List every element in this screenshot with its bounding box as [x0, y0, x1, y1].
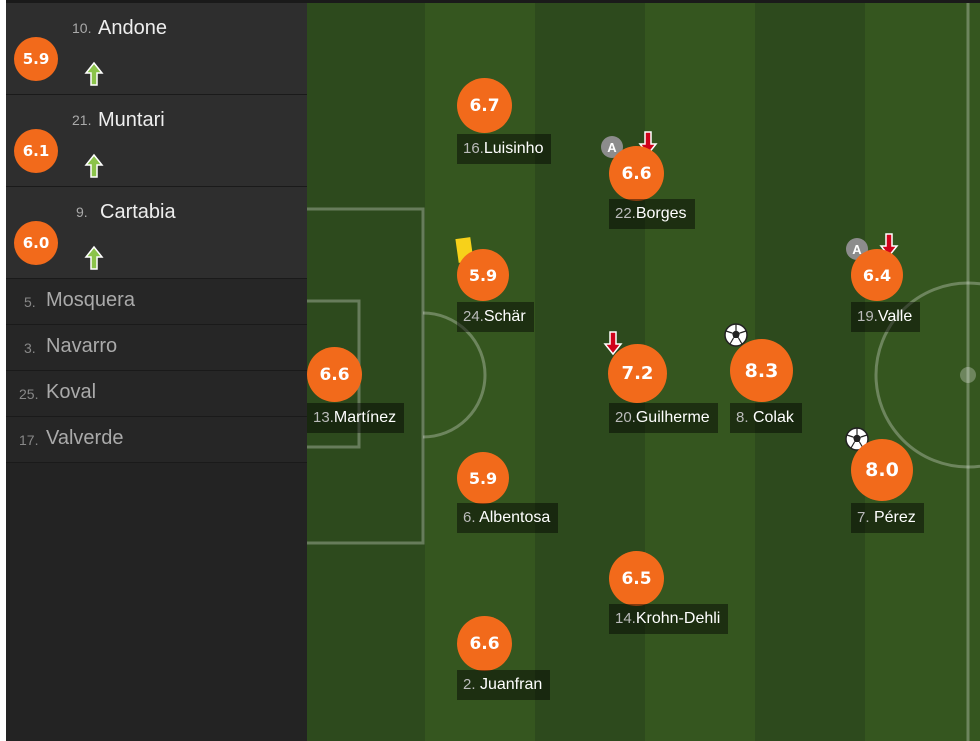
substitute-row-cartabia[interactable]: 6.0 9. Cartabia	[6, 187, 307, 279]
player-number: 5.	[24, 294, 36, 310]
player-number: 9.	[76, 204, 88, 220]
sub-in-arrow-icon	[84, 245, 104, 270]
player-number: 17.	[19, 432, 39, 448]
rating-badge: 5.9	[457, 249, 509, 301]
sub-in-arrow-icon	[84, 61, 104, 86]
rating-badge: 6.5	[609, 551, 664, 606]
player-label: 16.Luisinho	[457, 134, 552, 164]
player-number: 7.	[857, 509, 870, 526]
pitch-stripe	[865, 3, 980, 741]
player-number: 6.	[463, 509, 476, 526]
bench-row-mosquera[interactable]: 5. Mosquera	[6, 279, 307, 325]
player-number: 24.	[463, 308, 484, 325]
rating-badge: 6.6	[307, 347, 362, 402]
player-name: Valle	[877, 308, 913, 325]
player-name: Borges	[635, 205, 687, 222]
player-name: Guilherme	[635, 409, 710, 426]
player-number: 25.	[19, 386, 39, 402]
rating-badge: 5.9	[457, 452, 509, 504]
player-name: Andone	[98, 17, 167, 39]
rating-badge: 8.3	[730, 339, 793, 402]
sub-out-arrow-icon	[603, 331, 623, 356]
player-name: Cartabia	[100, 201, 176, 223]
bench-row-navarro[interactable]: 3. Navarro	[6, 325, 307, 371]
player-number: 14.	[615, 610, 636, 627]
player-name: Koval	[46, 381, 97, 403]
substitute-row-andone[interactable]: 5.9 10. Andone	[6, 3, 307, 95]
player-label: 22.Borges	[609, 199, 695, 229]
player-label: 2. Juanfran	[457, 670, 551, 700]
player-name: Martínez	[333, 409, 397, 426]
player-number: 22.	[615, 205, 636, 222]
player-number: 20.	[615, 409, 636, 426]
player-label: 6. Albentosa	[457, 503, 559, 533]
substitute-row-muntari[interactable]: 6.1 21. Muntari	[6, 95, 307, 187]
player-label: 8. Colak	[730, 403, 802, 433]
player-name: Muntari	[98, 109, 165, 131]
player-number: 21.	[72, 112, 92, 128]
player-label: 19.Valle	[851, 302, 921, 332]
player-label: 14.Krohn-Dehli	[609, 604, 729, 634]
bench-row-valverde[interactable]: 17. Valverde	[6, 417, 307, 463]
player-name: Colak	[752, 409, 794, 426]
pitch-markings	[307, 3, 980, 741]
player-name: Krohn-Dehli	[635, 610, 721, 627]
rating-badge: 6.0	[14, 221, 58, 265]
rating-badge: 6.4	[851, 249, 903, 301]
player-name: Pérez	[873, 509, 916, 526]
rating-badge: 6.7	[457, 78, 512, 133]
player-number: 19.	[857, 308, 878, 325]
rating-badge: 6.6	[457, 616, 512, 671]
rating-badge: 5.9	[14, 37, 58, 81]
player-number: 8.	[736, 409, 749, 426]
player-name: Mosquera	[46, 289, 135, 311]
player-name: Luisinho	[483, 140, 544, 157]
player-number: 3.	[24, 340, 36, 356]
player-label: 13.Martínez	[307, 403, 405, 433]
player-name: Albentosa	[479, 509, 551, 526]
player-number: 2.	[463, 676, 476, 693]
player-number: 16.	[463, 140, 484, 157]
player-name: Valverde	[46, 427, 124, 449]
rating-badge: 6.1	[14, 129, 58, 173]
player-name: Schär	[483, 308, 526, 325]
rating-badge: 7.2	[608, 344, 667, 403]
player-number: 10.	[72, 20, 92, 36]
player-label: 24.Schär	[457, 302, 534, 332]
player-number: 13.	[313, 409, 334, 426]
bench-row-koval[interactable]: 25. Koval	[6, 371, 307, 417]
rating-badge: 8.0	[851, 439, 913, 501]
player-label: 7. Pérez	[851, 503, 924, 533]
sub-in-arrow-icon	[84, 153, 104, 178]
substitutes-panel: 5.9 10. Andone 6.1 21. Muntari 6.0 9. Ca…	[6, 0, 307, 741]
player-label: 20.Guilherme	[609, 403, 718, 433]
player-name: Navarro	[46, 335, 118, 357]
rating-badge: 6.6	[609, 146, 664, 201]
player-name: Juanfran	[479, 676, 543, 693]
goal-ball-icon	[724, 323, 748, 347]
pitch: 6.7 16.Luisinho A 6.6 22.Borges 5.9 24.S…	[307, 0, 980, 741]
